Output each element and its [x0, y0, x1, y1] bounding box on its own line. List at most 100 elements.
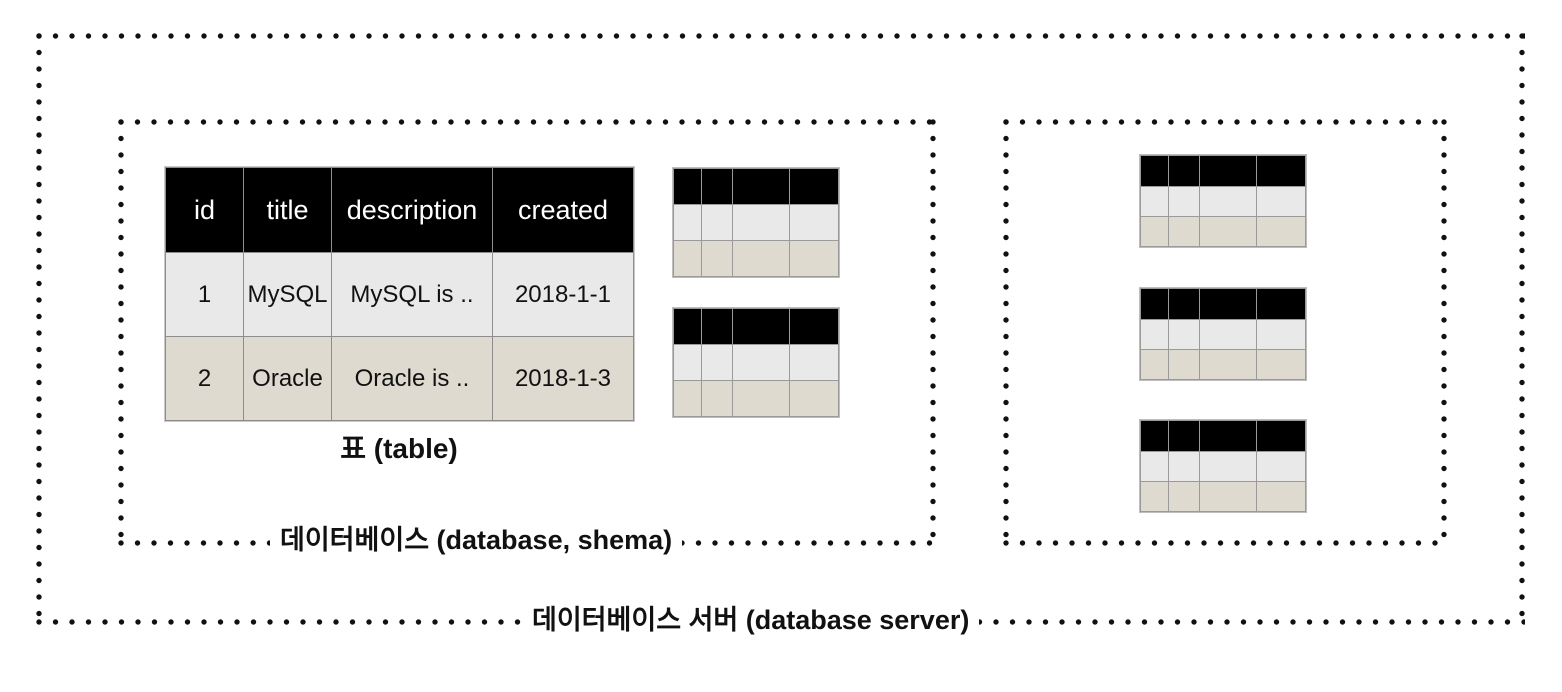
mini-table-header-row [673, 168, 839, 205]
mini-cell [1256, 155, 1306, 187]
mini-table-header-row [1140, 288, 1306, 320]
mini-table-header-row [1140, 420, 1306, 452]
cell-title: Oracle [243, 336, 332, 421]
mini-cell [1168, 155, 1200, 187]
cell-description: Oracle is .. [331, 336, 493, 421]
database-box-right-border [930, 119, 936, 546]
mini-cell [1256, 481, 1306, 512]
mini-table-header-row [673, 308, 839, 345]
mini-cell [1199, 155, 1257, 187]
mini-table-row [1140, 319, 1306, 350]
mini-cell [701, 308, 733, 345]
mini-cell [1168, 216, 1200, 247]
mini-cell [673, 344, 702, 381]
mini-table-row [673, 204, 839, 241]
server-box-left-border [36, 33, 42, 625]
mini-cell [1140, 451, 1169, 482]
mini-table-row [1140, 481, 1306, 512]
table-caption: 표 (table) [340, 433, 458, 464]
column-header-title: title [243, 167, 332, 253]
mini-table-row [1140, 186, 1306, 217]
mini-cell [1199, 420, 1257, 452]
mini-table-row [1140, 349, 1306, 380]
mini-cell [1199, 481, 1257, 512]
mini-cell [1168, 186, 1200, 217]
table-header: id title description created [165, 167, 634, 253]
mini-cell [789, 240, 839, 277]
table-header-row: id title description created [165, 167, 634, 253]
mini-cell [1256, 186, 1306, 217]
mini-cell [701, 380, 733, 417]
mini-table-row [1140, 216, 1306, 247]
mini-cell [701, 344, 733, 381]
database-schema-box-secondary [1003, 119, 1447, 546]
mini-cell [1140, 216, 1169, 247]
mini-cell [1140, 420, 1169, 452]
mini-cell [732, 344, 790, 381]
mini-cell [1140, 288, 1169, 320]
cell-description: MySQL is .. [331, 252, 493, 337]
mini-cell [789, 380, 839, 417]
mini-cell [1168, 481, 1200, 512]
database-box-label: 데이터베이스 (database, shema) [270, 524, 683, 556]
mini-table [1140, 288, 1306, 380]
mini-cell [732, 240, 790, 277]
mini-cell [1168, 288, 1200, 320]
mini-cell [1256, 319, 1306, 350]
mini-table-header-row [1140, 155, 1306, 187]
server-box-right-border [1519, 33, 1525, 625]
mini-cell [1199, 186, 1257, 217]
mini-cell [1199, 319, 1257, 350]
mini-cell [732, 168, 790, 205]
column-header-created: created [492, 167, 634, 253]
mini-table-row [673, 380, 839, 417]
cell-id: 2 [165, 336, 244, 421]
mini-cell [1199, 288, 1257, 320]
mini-cell [1168, 319, 1200, 350]
sample-data-table: id title description created 1 MySQL MyS… [165, 167, 634, 421]
mini-table-row [1140, 451, 1306, 482]
mini-table [673, 168, 839, 277]
mini-cell [1256, 288, 1306, 320]
cell-title: MySQL [243, 252, 332, 337]
column-header-description: description [331, 167, 493, 253]
mini-cell [1199, 451, 1257, 482]
database-box-left-border [118, 119, 124, 546]
mini-cell [673, 204, 702, 241]
mini-cell [789, 308, 839, 345]
mini-cell [1256, 451, 1306, 482]
mini-cell [789, 204, 839, 241]
mini-cell [1199, 349, 1257, 380]
mini-cell [1168, 349, 1200, 380]
mini-cell [1140, 481, 1169, 512]
mini-cell [701, 240, 733, 277]
column-header-id: id [165, 167, 244, 253]
mini-cell [1199, 216, 1257, 247]
database2-box-left-border [1003, 119, 1009, 546]
mini-cell [1168, 451, 1200, 482]
cell-created: 2018-1-3 [492, 336, 634, 421]
database2-box-right-border [1441, 119, 1447, 546]
cell-id: 1 [165, 252, 244, 337]
mini-cell [701, 168, 733, 205]
table-body: 1 MySQL MySQL is .. 2018-1-1 2 Oracle Or… [165, 252, 634, 421]
cell-created: 2018-1-1 [492, 252, 634, 337]
database2-box-top-border [1003, 119, 1447, 125]
mini-cell [1256, 216, 1306, 247]
database-server-box-label: 데이터베이스 서버 (database server) [522, 604, 980, 636]
server-box-top-border [36, 33, 1525, 39]
mini-cell [789, 168, 839, 205]
mini-table-row [673, 344, 839, 381]
mini-table-row [673, 240, 839, 277]
mini-table [1140, 155, 1306, 247]
database2-box-bottom-border [1003, 540, 1447, 546]
mini-cell [1140, 319, 1169, 350]
mini-cell [732, 204, 790, 241]
mini-cell [1168, 420, 1200, 452]
mini-cell [732, 380, 790, 417]
database-box-top-border [118, 119, 936, 125]
mini-cell [673, 380, 702, 417]
mini-cell [1140, 349, 1169, 380]
mini-cell [732, 308, 790, 345]
